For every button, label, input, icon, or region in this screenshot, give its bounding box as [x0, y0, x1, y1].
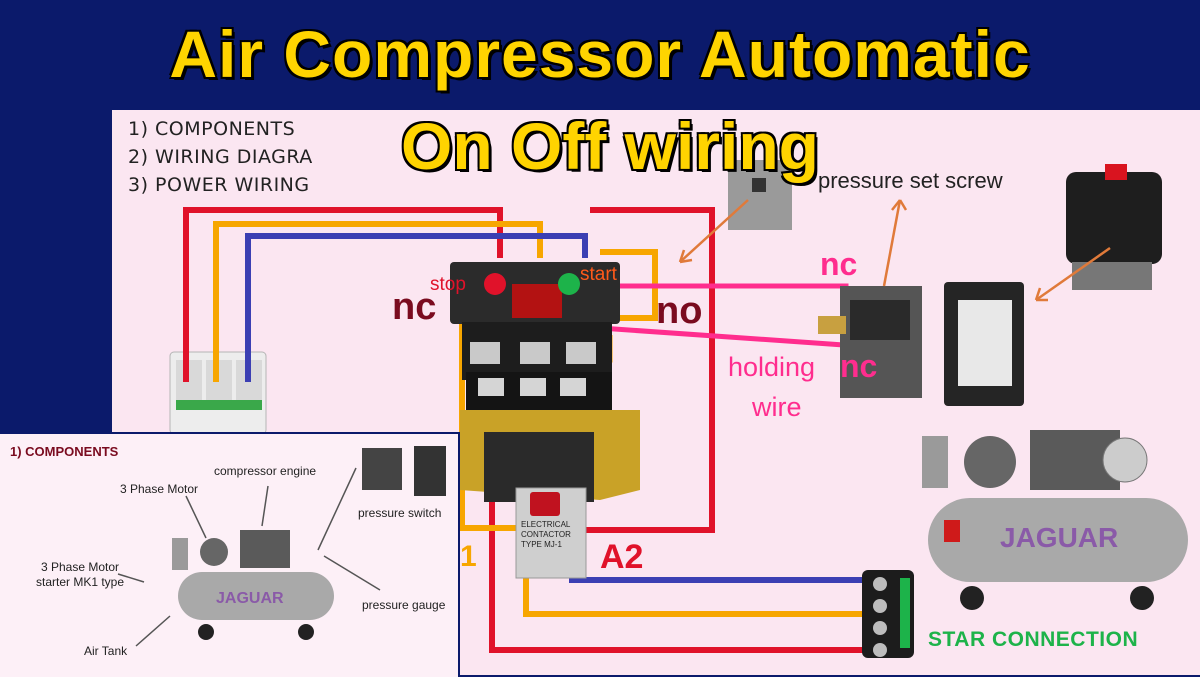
label-nc-switch-top: nc: [820, 246, 858, 282]
inset-label-pressure-gauge: pressure gauge: [362, 598, 446, 612]
inset-title: 1) COMPONENTS: [10, 444, 119, 459]
label-holding: holding: [728, 352, 816, 382]
wire-yellow: [213, 221, 543, 382]
pressure-switch-open: [818, 282, 1024, 406]
label-star-connection: STAR CONNECTION: [928, 628, 1139, 651]
video-title-line1: Air Compressor Automatic: [169, 17, 1031, 91]
label-start: start: [580, 264, 617, 285]
contactor: [450, 262, 640, 579]
compressor-large: [922, 430, 1188, 610]
inset-label-starter: 3 Phase Motor starter MK1 type: [35, 560, 125, 589]
menu-item-components: 1) COMPONENTS: [128, 118, 296, 140]
inset-brand: JAGUAR: [216, 590, 284, 607]
inset-label-pressure-switch: pressure switch: [358, 506, 442, 520]
inset-label-motor: 3 Phase Motor: [120, 482, 199, 496]
label-wire: wire: [752, 392, 802, 422]
label-nc-left: nc: [392, 286, 437, 328]
video-title-line2: On Off wiring: [401, 109, 819, 183]
label-stop: stop: [430, 274, 466, 295]
wire-blue: [245, 233, 588, 382]
pressure-switch-black: [1066, 164, 1162, 290]
label-no-right: no: [656, 290, 703, 332]
contactor-text: ELECTRICAL CONTACTOR TYPE MJ-1: [521, 520, 571, 549]
label-nc-switch-bottom: nc: [840, 348, 878, 384]
menu-item-power-wiring: 3) POWER WIRING: [128, 174, 310, 196]
arrows: [678, 199, 1111, 302]
inset-label-air-tank: Air Tank: [84, 644, 128, 658]
menu-item-wiring-diagram: 2) WIRING DIAGRA: [128, 146, 313, 168]
brand-jaguar-large: JAGUAR: [1000, 522, 1119, 553]
label-terminal-1: 1: [460, 540, 477, 573]
inset-label-engine: compressor engine: [214, 464, 317, 478]
components-inset: 1) COMPONENTS 3 Phase Motor compressor e…: [0, 432, 460, 677]
inset-drawing: [117, 446, 446, 647]
pressure-switch-cover: [728, 160, 792, 230]
wire-pink: [586, 283, 849, 300]
motor-terminal-block: [862, 570, 914, 658]
label-a2: A2: [600, 538, 644, 576]
label-pressure-set-screw: pressure set screw: [818, 168, 1003, 193]
